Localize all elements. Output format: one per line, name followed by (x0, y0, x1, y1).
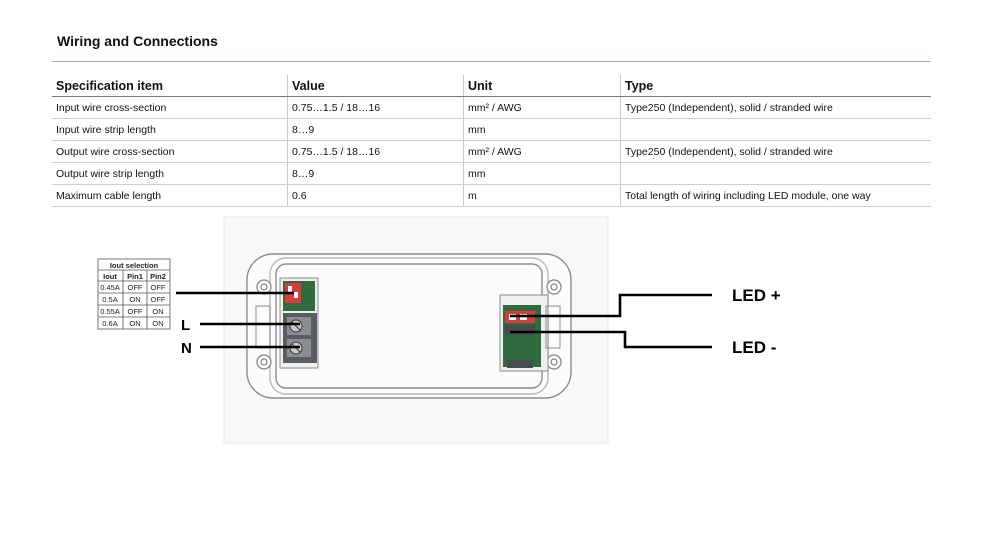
iout-cell: OFF (151, 295, 166, 304)
led-minus-label: LED - (732, 338, 776, 357)
table-cell: 8…9 (287, 162, 464, 185)
table-cell: mm (463, 162, 621, 185)
neutral-label: N (181, 340, 192, 357)
iout-table-title: Iout selection (110, 261, 159, 270)
table-cell: 0.75…1.5 / 18…16 (287, 96, 464, 119)
table-cell (620, 118, 931, 141)
table-row: Output wire strip length 8…9 mm (52, 162, 931, 185)
table-cell: mm² / AWG (463, 140, 621, 163)
mounting-hole-icon (256, 279, 562, 370)
wiring-spec-table: Specification item Value Unit Type Input… (52, 75, 931, 207)
iout-cell: ON (129, 295, 140, 304)
led-plus-wire (510, 293, 712, 318)
table-cell (620, 162, 931, 185)
table-cell: Type250 (Independent), solid / stranded … (620, 96, 931, 119)
connection-wires (176, 291, 712, 349)
iout-cell: OFF (128, 283, 143, 292)
table-cell: Output wire strip length (52, 162, 288, 185)
table-row: Input wire cross-section 0.75…1.5 / 18…1… (52, 96, 931, 119)
iout-cell: OFF (128, 307, 143, 316)
iout-cell: 0.6A (102, 319, 117, 328)
table-cell: 8…9 (287, 118, 464, 141)
title-divider (52, 61, 931, 62)
iout-header: Pin1 (127, 272, 143, 281)
column-header: Value (287, 75, 464, 97)
iout-cell: OFF (151, 283, 166, 292)
iout-cell: ON (129, 319, 140, 328)
column-header: Type (620, 75, 931, 97)
iout-header: Pin2 (150, 272, 166, 281)
iout-cell: 0.45A (100, 283, 120, 292)
table-cell: mm² / AWG (463, 96, 621, 119)
column-header: Specification item (52, 75, 288, 97)
table-cell: m (463, 184, 621, 207)
iout-cell: 0.5A (102, 295, 117, 304)
iout-cell: 0.55A (100, 307, 120, 316)
table-cell: Input wire cross-section (52, 96, 288, 119)
iout-selection-table (97, 258, 171, 330)
table-cell: 0.75…1.5 / 18…16 (287, 140, 464, 163)
iout-cell: ON (152, 307, 163, 316)
led-plus-label: LED + (732, 286, 781, 305)
table-row: Output wire cross-section 0.75…1.5 / 18…… (52, 140, 931, 163)
table-header-row: Specification item Value Unit Type (52, 75, 931, 97)
table-row: Input wire strip length 8…9 mm (52, 118, 931, 141)
iout-cell: ON (152, 319, 163, 328)
table-cell: Output wire cross-section (52, 140, 288, 163)
table-cell: Total length of wiring including LED mod… (620, 184, 931, 207)
iout-header: Iout (103, 272, 117, 281)
led-minus-wire (510, 330, 712, 349)
live-label: L (181, 317, 190, 334)
table-cell: Maximum cable length (52, 184, 288, 207)
table-cell: 0.6 (287, 184, 464, 207)
table-row: Maximum cable length 0.6 m Total length … (52, 184, 931, 207)
iout-table-text: Iout selection Iout Pin1 Pin2 0.45A OFF … (100, 261, 166, 328)
column-header: Unit (463, 75, 621, 97)
table-cell: mm (463, 118, 621, 141)
section-title: Wiring and Connections (57, 33, 218, 49)
table-cell: Type250 (Independent), solid / stranded … (620, 140, 931, 163)
table-cell: Input wire strip length (52, 118, 288, 141)
